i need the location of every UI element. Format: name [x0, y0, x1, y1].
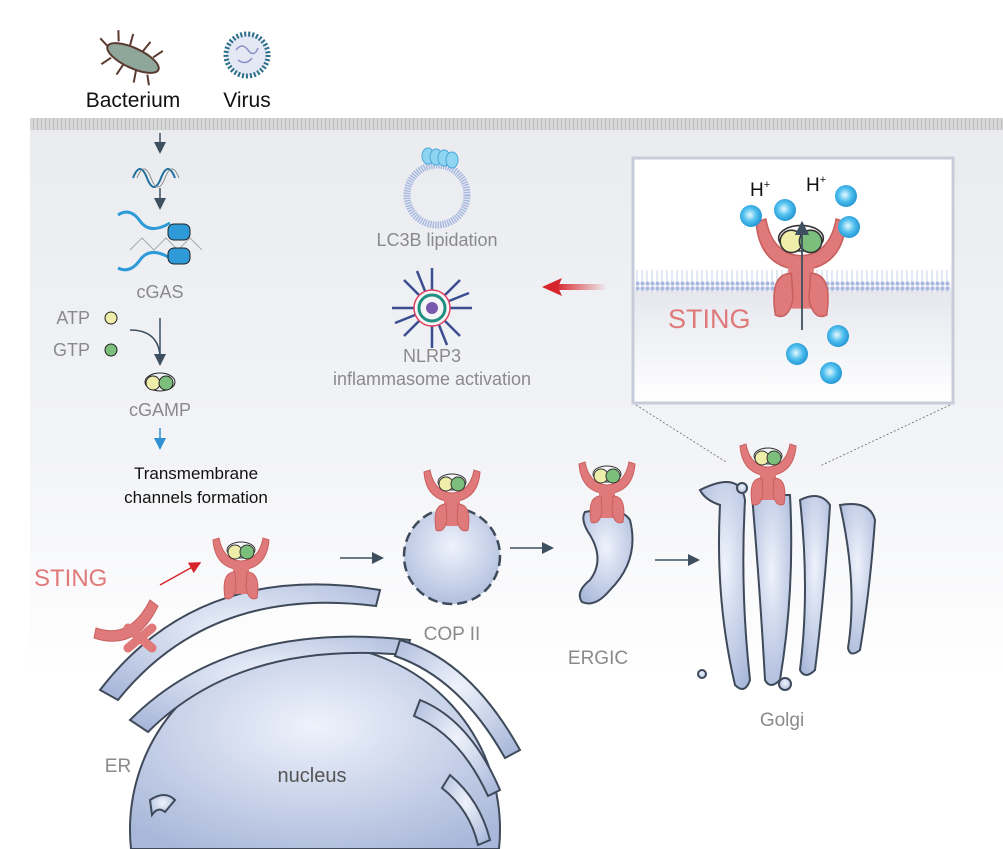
h-plus-label-1: H+ — [750, 179, 770, 201]
transmembrane-label-line1: Transmembrane — [134, 464, 258, 483]
red-arrow-shaft — [555, 284, 607, 290]
virus-label: Virus — [223, 89, 270, 112]
transmembrane-label-line2: channels formation — [124, 488, 268, 507]
atp-icon — [104, 311, 118, 325]
golgi — [697, 481, 877, 691]
sting-inactive-icon — [93, 599, 159, 653]
nlrp3-inflammasome-icon — [392, 268, 472, 348]
er — [98, 583, 522, 847]
gtp-icon — [104, 343, 118, 357]
er-label: ER — [105, 756, 131, 777]
atp-label: ATP — [56, 308, 90, 328]
sting-channel-inset: H+ H+ STING — [631, 156, 955, 405]
virus-icon — [223, 31, 271, 79]
cop2-label: COP II — [424, 624, 481, 645]
sting-inset-label: STING — [668, 304, 751, 334]
lc3b-vesicle-icon — [403, 147, 471, 229]
proton-icon — [740, 185, 860, 384]
bacterium-label: Bacterium — [86, 89, 181, 112]
red-arrow-head — [542, 278, 562, 296]
nlrp3-label-line2: inflammasome activation — [333, 369, 531, 389]
cgas-label: cGAS — [136, 282, 183, 302]
cgamp-label: cGAMP — [129, 400, 191, 420]
h-plus-label-2: H+ — [806, 174, 826, 196]
dna-icon — [132, 168, 180, 188]
ergic-label: ERGIC — [568, 648, 628, 669]
golgi-label: Golgi — [760, 710, 804, 731]
plasma-membrane — [30, 118, 1003, 130]
zoom-line-left — [635, 404, 727, 463]
activation-arrow — [159, 562, 202, 586]
cgas-dna-complex-icon — [117, 210, 203, 272]
cgamp-icon — [144, 372, 176, 392]
lc3b-label: LC3B lipidation — [376, 230, 497, 250]
nlrp3-label-line1: NLRP3 — [403, 346, 461, 366]
bacterium-icon — [99, 30, 164, 86]
nucleus-label: nucleus — [278, 765, 347, 787]
sting-label: STING — [34, 565, 107, 592]
ergic — [578, 508, 634, 605]
gtp-label: GTP — [53, 340, 90, 360]
